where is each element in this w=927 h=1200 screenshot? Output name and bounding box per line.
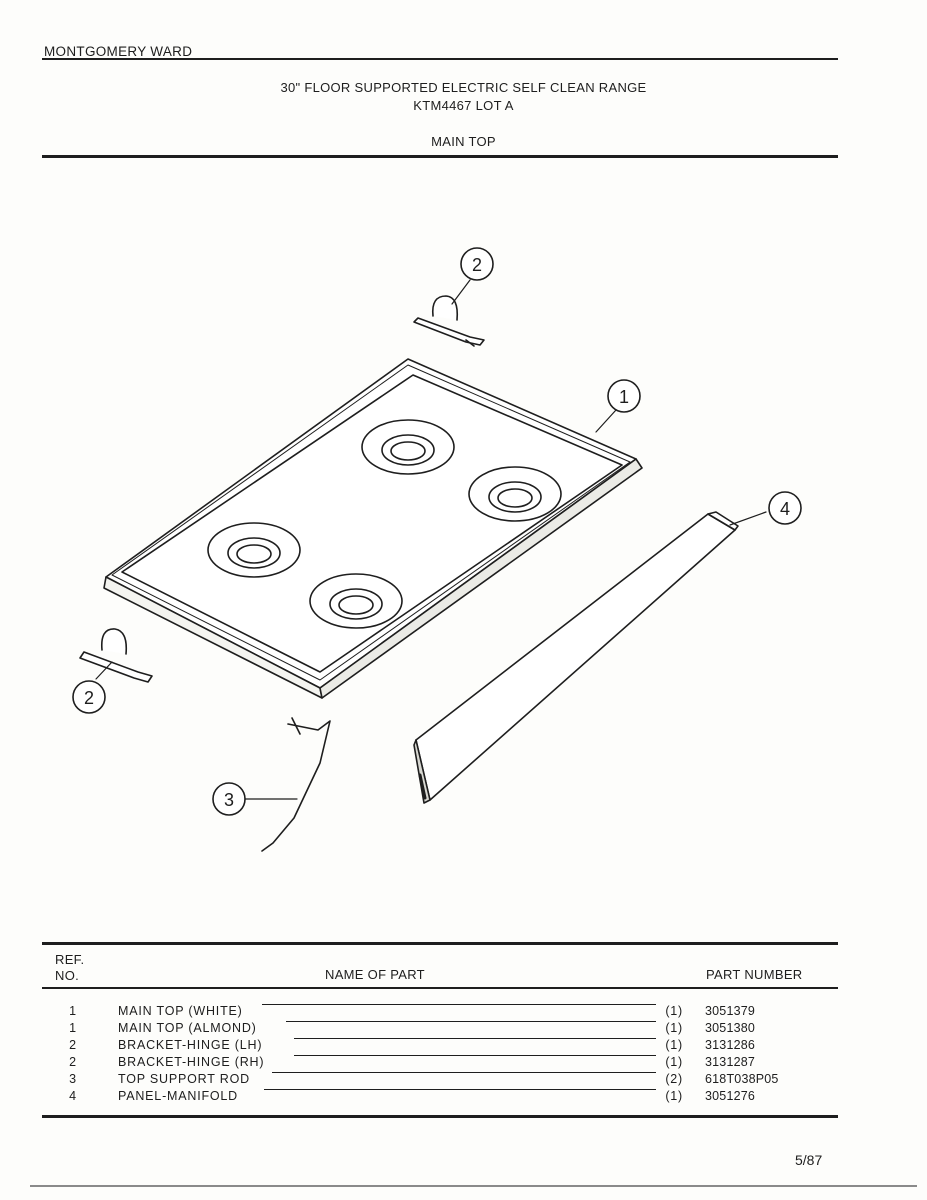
- column-header-part-number: PART NUMBER: [706, 967, 803, 982]
- quantity: (1): [665, 1055, 683, 1069]
- ref-number: 1: [69, 1021, 77, 1035]
- callout-label: 2: [84, 688, 94, 708]
- callout-2-top: 2: [460, 247, 494, 281]
- part-number: 3131286: [705, 1038, 756, 1052]
- callout-label: 4: [780, 499, 790, 519]
- ref-number: 1: [69, 1004, 77, 1018]
- dot-leader: [262, 1004, 656, 1005]
- exploded-parts-diagram: 2 1 4 2 3: [72, 247, 802, 852]
- callout-2-bottom: 2: [72, 680, 106, 714]
- ref-number: 3: [69, 1072, 77, 1086]
- part-name: TOP SUPPORT ROD: [118, 1072, 250, 1086]
- dot-leader: [294, 1055, 656, 1056]
- burner-opening: [309, 573, 403, 629]
- burner-opening: [361, 419, 455, 475]
- part-number: 3051276: [705, 1089, 756, 1103]
- quantity: (1): [665, 1038, 683, 1052]
- main-top-part: [103, 358, 643, 699]
- page-number: 5/87: [795, 1152, 823, 1168]
- burner-opening: [468, 466, 562, 522]
- part-name: PANEL-MANIFOLD: [118, 1089, 239, 1103]
- dot-leader: [294, 1038, 656, 1039]
- burner-opening: [207, 522, 301, 578]
- brand-name: MONTGOMERY WARD: [44, 44, 193, 59]
- dot-leader: [264, 1089, 656, 1090]
- section-title: MAIN TOP: [431, 134, 496, 149]
- table-bottom-rule: [42, 1115, 838, 1118]
- table-top-rule: [42, 942, 838, 945]
- column-header-ref: REF.: [55, 952, 85, 967]
- part-name: MAIN TOP (WHITE): [118, 1004, 243, 1018]
- column-header-no: NO.: [55, 968, 80, 983]
- table-row: 2 BRACKET-HINGE (RH) (1) 3131287: [0, 1055, 927, 1073]
- quantity: (1): [665, 1021, 683, 1035]
- part-number: 3051379: [705, 1004, 756, 1018]
- quantity: (2): [665, 1072, 683, 1086]
- quantity: (1): [665, 1089, 683, 1103]
- bracket-hinge-lh: [79, 628, 153, 683]
- part-name: BRACKET-HINGE (LH): [118, 1038, 263, 1052]
- panel-manifold-part: [413, 511, 739, 804]
- column-header-name: NAME OF PART: [325, 967, 425, 982]
- part-number: 618T038P05: [705, 1072, 779, 1086]
- table-row: 4 PANEL-MANIFOLD (1) 3051276: [0, 1089, 927, 1107]
- quantity: (1): [665, 1004, 683, 1018]
- top-rule: [42, 58, 838, 60]
- ref-number: 2: [69, 1038, 77, 1052]
- callout-label: 1: [619, 387, 629, 407]
- table-row: 1 MAIN TOP (ALMOND) (1) 3051380: [0, 1021, 927, 1039]
- table-row: 1 MAIN TOP (WHITE) (1) 3051379: [0, 1004, 927, 1022]
- callout-4: 4: [768, 491, 802, 525]
- part-name: BRACKET-HINGE (RH): [118, 1055, 265, 1069]
- callout-label: 2: [472, 255, 482, 275]
- footer-rule: [30, 1185, 917, 1187]
- table-header-rule: [42, 987, 838, 989]
- dot-leader: [272, 1072, 656, 1073]
- dot-leader: [286, 1021, 656, 1022]
- model-number: KTM4467 LOT A: [413, 98, 514, 113]
- callout-1: 1: [607, 379, 641, 413]
- callout-label: 3: [224, 790, 234, 810]
- top-support-rod-part: [261, 717, 331, 852]
- table-row: 3 TOP SUPPORT ROD (2) 618T038P05: [0, 1072, 927, 1090]
- page-title: 30" FLOOR SUPPORTED ELECTRIC SELF CLEAN …: [280, 80, 647, 95]
- table-row: 2 BRACKET-HINGE (LH) (1) 3131286: [0, 1038, 927, 1056]
- part-number: 3051380: [705, 1021, 756, 1035]
- leader-lines: [95, 279, 767, 800]
- ref-number: 4: [69, 1089, 77, 1103]
- ref-number: 2: [69, 1055, 77, 1069]
- bracket-hinge-rh: [413, 295, 485, 347]
- part-number: 3131287: [705, 1055, 756, 1069]
- callout-3: 3: [212, 782, 246, 816]
- part-name: MAIN TOP (ALMOND): [118, 1021, 257, 1035]
- header-rule: [42, 155, 838, 158]
